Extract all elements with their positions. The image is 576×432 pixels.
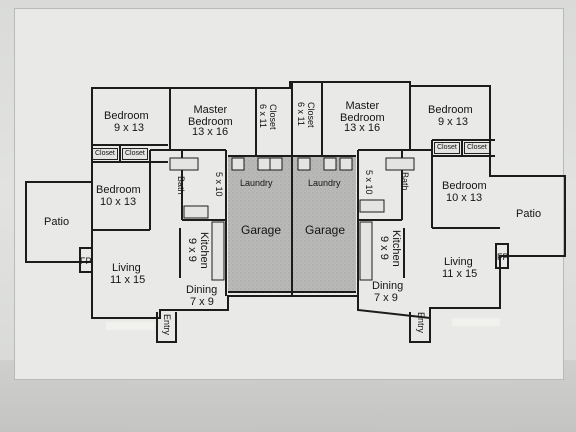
- fp-right-label: FP: [497, 252, 509, 262]
- laundry-left-unit: [257, 157, 271, 171]
- bath-left-vanity: [169, 157, 199, 171]
- garage-right-label: Garage: [305, 223, 346, 237]
- bedroom-b-left-size: 10 x 13: [100, 196, 137, 208]
- kitchen-right-size: 9 x 9: [378, 236, 390, 260]
- laundry-right-label: Laundry: [308, 178, 341, 188]
- kitchen-left-counter: [211, 221, 225, 281]
- window-glare: [106, 322, 154, 330]
- master-left-label: Master Bedroom: [188, 104, 233, 128]
- patio-right-wall: [500, 175, 566, 257]
- closet-1-left-label: Closet: [92, 148, 118, 160]
- closet-tall-left-label: Closet: [268, 104, 278, 130]
- bedroom-b-right-size: 10 x 13: [446, 192, 483, 204]
- fixtures: [169, 157, 415, 281]
- dining-left-label: Dining: [186, 284, 218, 296]
- laundry-right-unit: [297, 157, 311, 171]
- closet-tall-right-label: Closet: [306, 102, 316, 128]
- bedroom-b-right-label: Bedroom: [442, 180, 487, 192]
- patio-left-label: Patio: [44, 216, 70, 228]
- bath-right-size: 5 x 10: [364, 170, 374, 195]
- entry-left-label: Entry: [162, 314, 172, 336]
- closet-tall-left-size: 6 x 11: [258, 104, 268, 128]
- dining-right-label: Dining: [372, 280, 404, 292]
- fp-right-box: [495, 243, 509, 269]
- garage-left-label: Garage: [241, 223, 282, 237]
- master-right-size: 13 x 16: [344, 122, 381, 134]
- bath-right-vanity: [385, 157, 415, 171]
- laundry-left-unit: [269, 157, 283, 171]
- bath-left-tub: [183, 205, 209, 219]
- entry-right-label: Entry: [416, 312, 426, 334]
- kitchen-left-label: Kitchen: [198, 232, 210, 269]
- fp-left-label: FP: [80, 256, 92, 266]
- fp-left-box: [79, 247, 93, 273]
- closet-2-left-label: Closet: [122, 148, 148, 160]
- laundry-left-unit: [231, 157, 245, 171]
- kitchen-right-counter: [359, 221, 373, 281]
- entry-right-wall: [409, 312, 431, 343]
- laundry-left-label: Laundry: [240, 178, 273, 188]
- garage-left-fill: [228, 156, 292, 292]
- garage-right-fill: [292, 156, 356, 292]
- laundry-right-unit: [339, 157, 353, 171]
- living-left-size: 11 x 15: [110, 274, 146, 286]
- living-left-label: Living: [112, 262, 141, 274]
- walls: [25, 81, 566, 343]
- living-right-size: 11 x 15: [442, 268, 478, 280]
- closet-1-right-label: Closet: [434, 142, 460, 154]
- bedroom-a-right-label: Bedroom: [428, 104, 473, 116]
- bath-left-label: Bath: [176, 176, 186, 195]
- master-left-size: 13 x 16: [192, 126, 229, 138]
- closet-tall-right-size: 6 x 11: [296, 102, 306, 126]
- bedroom-a-left-size: 9 x 13: [114, 122, 144, 134]
- bath-left-size: 5 x 10: [214, 172, 224, 197]
- bath-right-tub: [359, 199, 385, 213]
- bedroom-a-right-size: 9 x 13: [438, 116, 468, 128]
- kitchen-right-label: Kitchen: [390, 230, 402, 267]
- bedroom-b-left-label: Bedroom: [96, 184, 141, 196]
- patio-right-label: Patio: [516, 208, 542, 220]
- master-right-label: Master Bedroom: [340, 100, 385, 124]
- entry-left-wall: [156, 312, 177, 343]
- bath-right-label: Bath: [400, 172, 410, 191]
- dining-right-size: 7 x 9: [374, 292, 398, 304]
- living-right-label: Living: [444, 256, 473, 268]
- laundry-right-unit: [323, 157, 337, 171]
- window-glare: [452, 318, 500, 326]
- closet-2-right-label: Closet: [464, 142, 490, 154]
- bedroom-a-left-label: Bedroom: [104, 110, 149, 122]
- kitchen-left-size: 9 x 9: [186, 238, 198, 262]
- dining-left-size: 7 x 9: [190, 296, 214, 308]
